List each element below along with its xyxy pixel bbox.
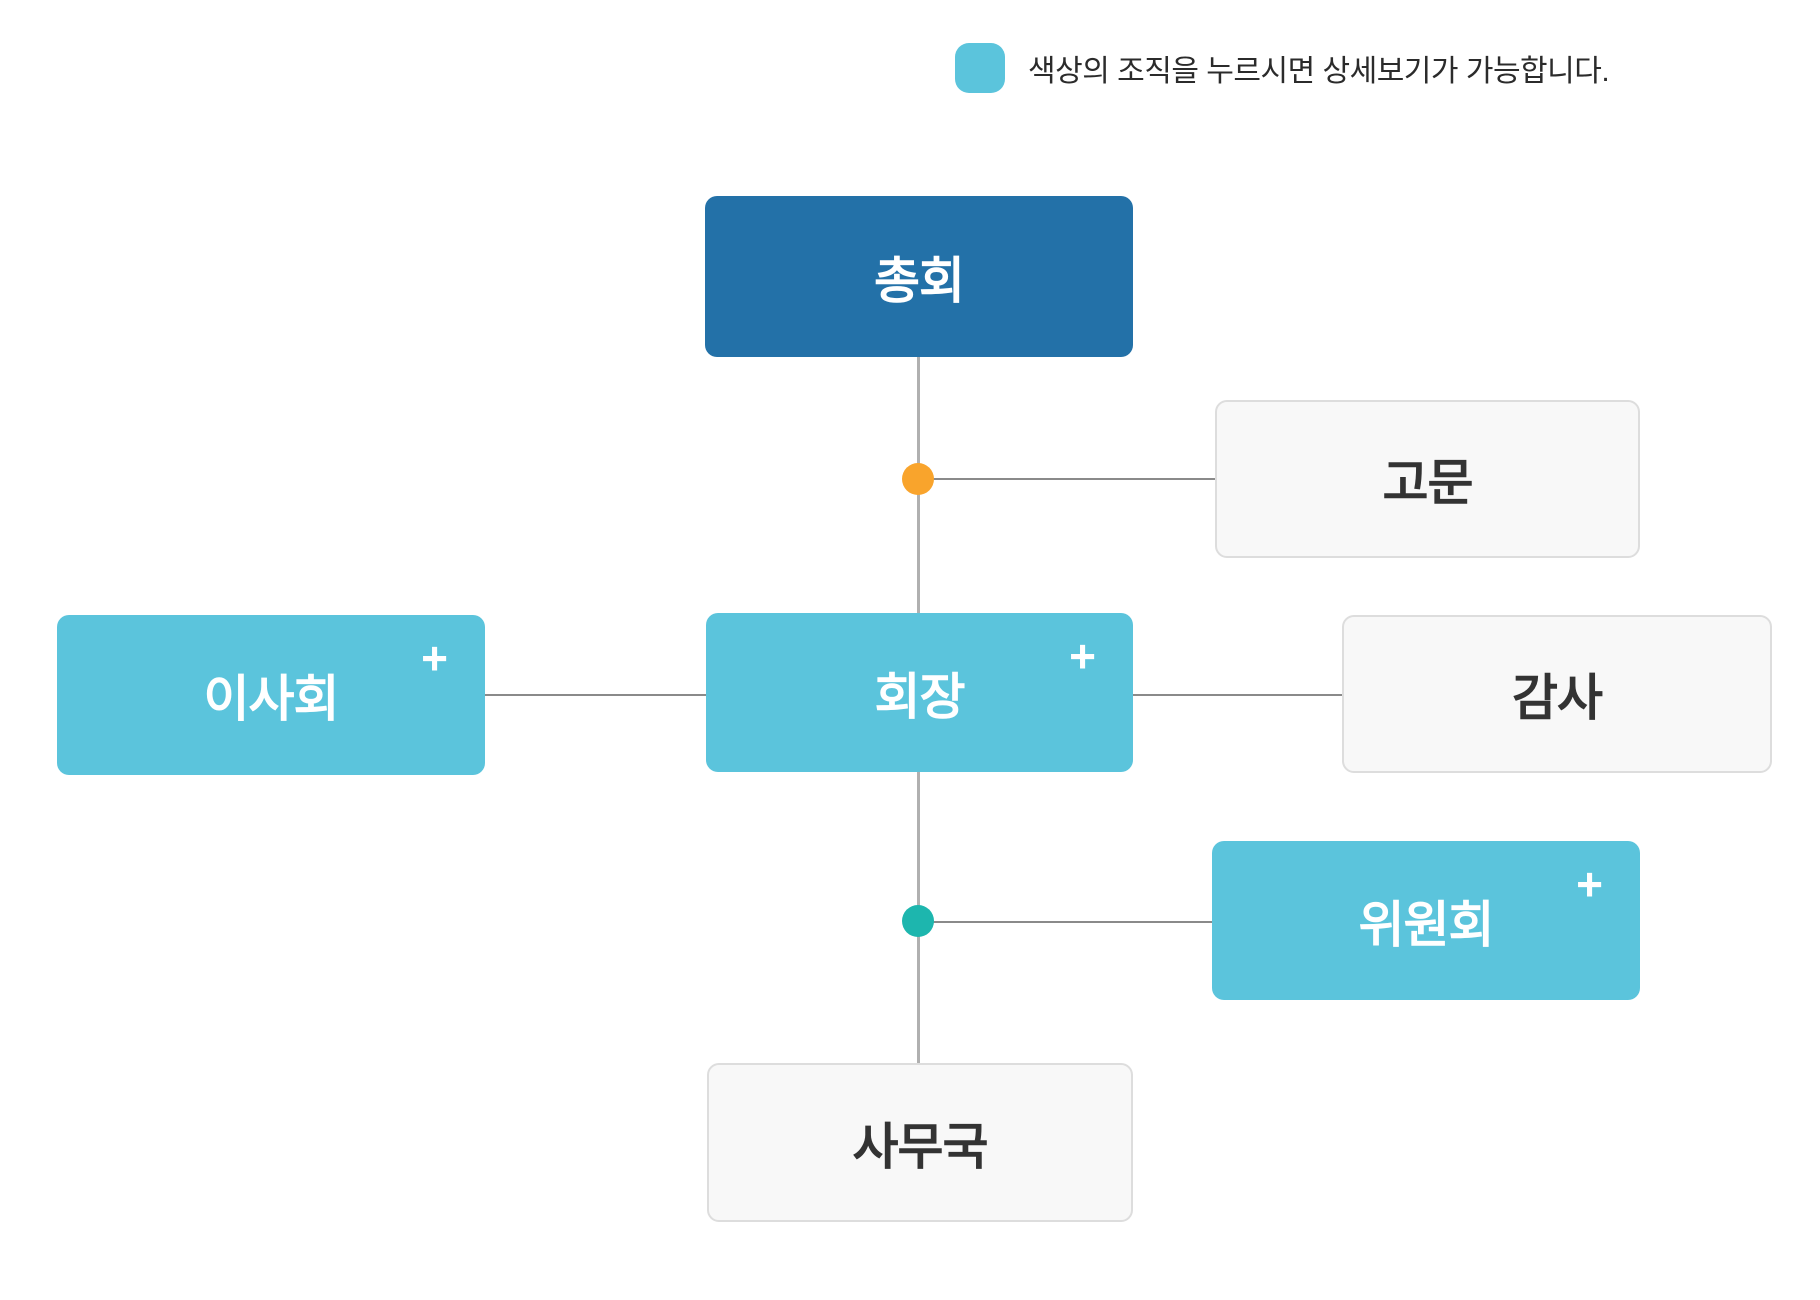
connector-to-committee	[918, 921, 1212, 923]
expand-plus-icon: +	[1576, 858, 1603, 910]
legend-text: 색상의 조직을 누르시면 상세보기가 가능합니다.	[1028, 55, 1610, 88]
connector-board-to-president	[485, 694, 706, 696]
node-committee[interactable]: 위원회 +	[1212, 841, 1640, 1000]
connector-to-advisor	[918, 478, 1215, 480]
node-president-label: 회장	[874, 668, 966, 725]
node-advisor-label: 고문	[1382, 455, 1474, 511]
node-board-of-directors-label: 이사회	[203, 671, 340, 727]
expand-plus-icon: +	[1069, 630, 1096, 682]
node-advisor: 고문	[1215, 400, 1640, 558]
node-general-assembly-label: 총회	[874, 252, 965, 309]
legend: 색상의 조직을 누르시면 상세보기가 가능합니다.	[955, 43, 1610, 93]
junction-dot-teal	[902, 905, 934, 937]
node-committee-label: 위원회	[1358, 896, 1495, 953]
node-general-assembly: 총회	[705, 196, 1133, 357]
junction-dot-orange	[902, 463, 934, 495]
node-board-of-directors[interactable]: 이사회 +	[57, 615, 485, 775]
connector-president-to-auditor	[1133, 694, 1342, 696]
legend-color-swatch-icon	[955, 43, 1005, 93]
expand-plus-icon: +	[421, 632, 448, 684]
node-secretariat: 사무국	[707, 1063, 1133, 1222]
node-president[interactable]: 회장 +	[706, 613, 1133, 772]
node-auditor-label: 감사	[1512, 670, 1603, 726]
node-secretariat-label: 사무국	[852, 1118, 989, 1175]
node-auditor: 감사	[1342, 615, 1772, 773]
